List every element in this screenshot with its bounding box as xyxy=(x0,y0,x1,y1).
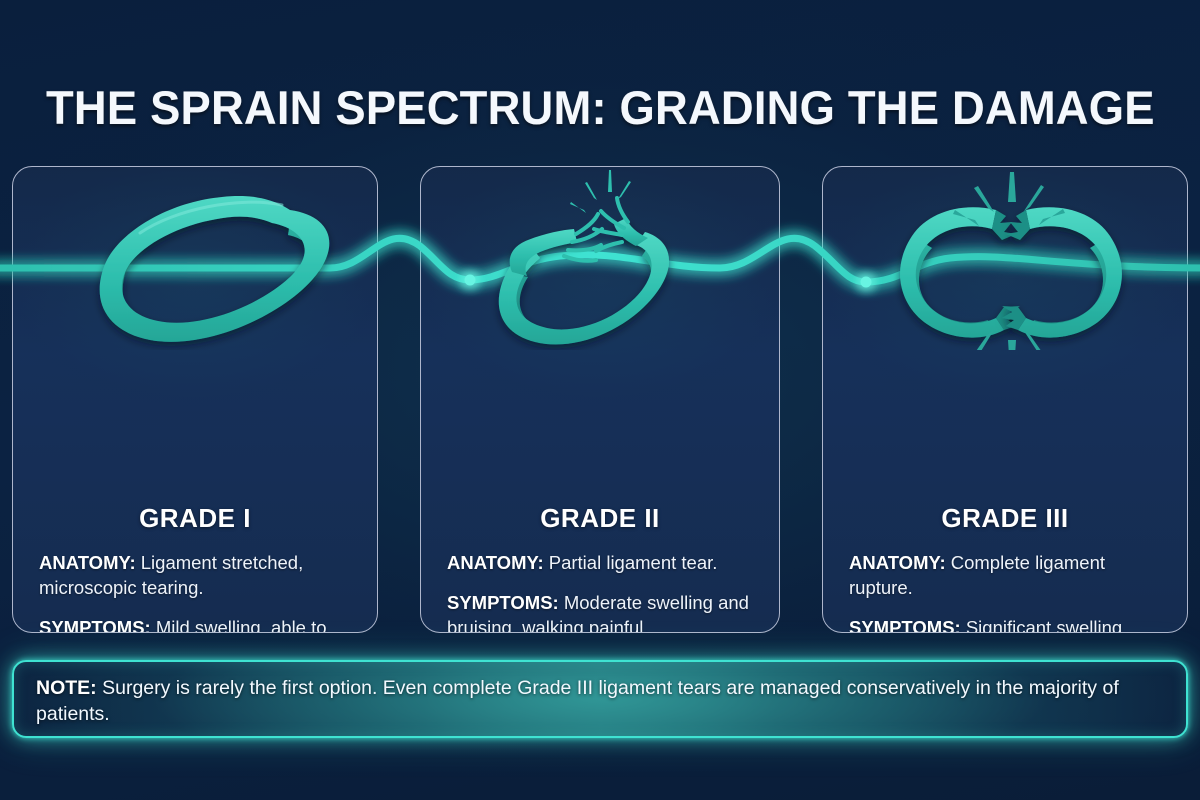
grade-card-2-body: GRADE II ANATOMY: Partial ligament tear.… xyxy=(421,503,779,633)
grade-card-1-body: GRADE I ANATOMY: Ligament stretched, mic… xyxy=(13,503,377,633)
fact-value: Significant swelling, bruising, unable t… xyxy=(965,616,1128,633)
fact-label: ANATOMY: xyxy=(447,552,544,573)
note-banner-text: NOTE: Surgery is rarely the first option… xyxy=(36,676,1164,728)
grade-card-1: GRADE I ANATOMY: Ligament stretched, mic… xyxy=(12,166,378,633)
fact-label: ANATOMY: xyxy=(849,552,946,573)
grade-card-3: GRADE III ANATOMY: Complete ligament rup… xyxy=(822,166,1188,633)
grade-card-2-fact-symptoms: SYMPTOMS: Moderate swelling and bruising… xyxy=(447,591,753,633)
fact-value: Moderate swelling and bruising, walking … xyxy=(447,591,749,633)
grade-card-3-body: GRADE III ANATOMY: Complete ligament rup… xyxy=(823,503,1187,633)
grade-card-3-title: GRADE III xyxy=(941,503,1069,533)
fact-value: Ligament stretched, microscopic tearing. xyxy=(39,552,304,598)
note-label: NOTE: xyxy=(36,677,97,699)
fact-value: Partial ligament tear. xyxy=(548,552,718,573)
grade-card-2: GRADE II ANATOMY: Partial ligament tear.… xyxy=(420,166,780,633)
fact-label: SYMPTOMS: xyxy=(39,616,151,633)
note-value: Surgery is rarely the first option. Even… xyxy=(36,677,1119,725)
fact-label: ANATOMY: xyxy=(39,552,136,573)
grade-card-2-title: GRADE II xyxy=(540,503,660,533)
page-title: THE SPRAIN SPECTRUM: GRADING THE DAMAGE xyxy=(46,81,1155,134)
fact-value: Mild swelling, able to walk with discomf… xyxy=(155,616,327,633)
grade-card-3-fact-symptoms: SYMPTOMS: Significant swelling, bruising… xyxy=(849,616,1161,633)
note-banner: NOTE: Surgery is rarely the first option… xyxy=(12,660,1188,738)
grade-card-1-fact-symptoms: SYMPTOMS: Mild swelling, able to walk wi… xyxy=(39,616,351,633)
fact-label: SYMPTOMS: xyxy=(849,616,961,633)
grade-card-1-fact-anatomy: ANATOMY: Ligament stretched, microscopic… xyxy=(39,551,351,601)
grade-card-2-fact-anatomy: ANATOMY: Partial ligament tear. xyxy=(447,551,753,576)
grade-card-3-fact-anatomy: ANATOMY: Complete ligament rupture. xyxy=(849,551,1161,601)
fact-label: SYMPTOMS: xyxy=(447,591,559,613)
fact-value: Complete ligament rupture. xyxy=(849,552,1105,598)
grade-card-1-title: GRADE I xyxy=(139,503,251,533)
